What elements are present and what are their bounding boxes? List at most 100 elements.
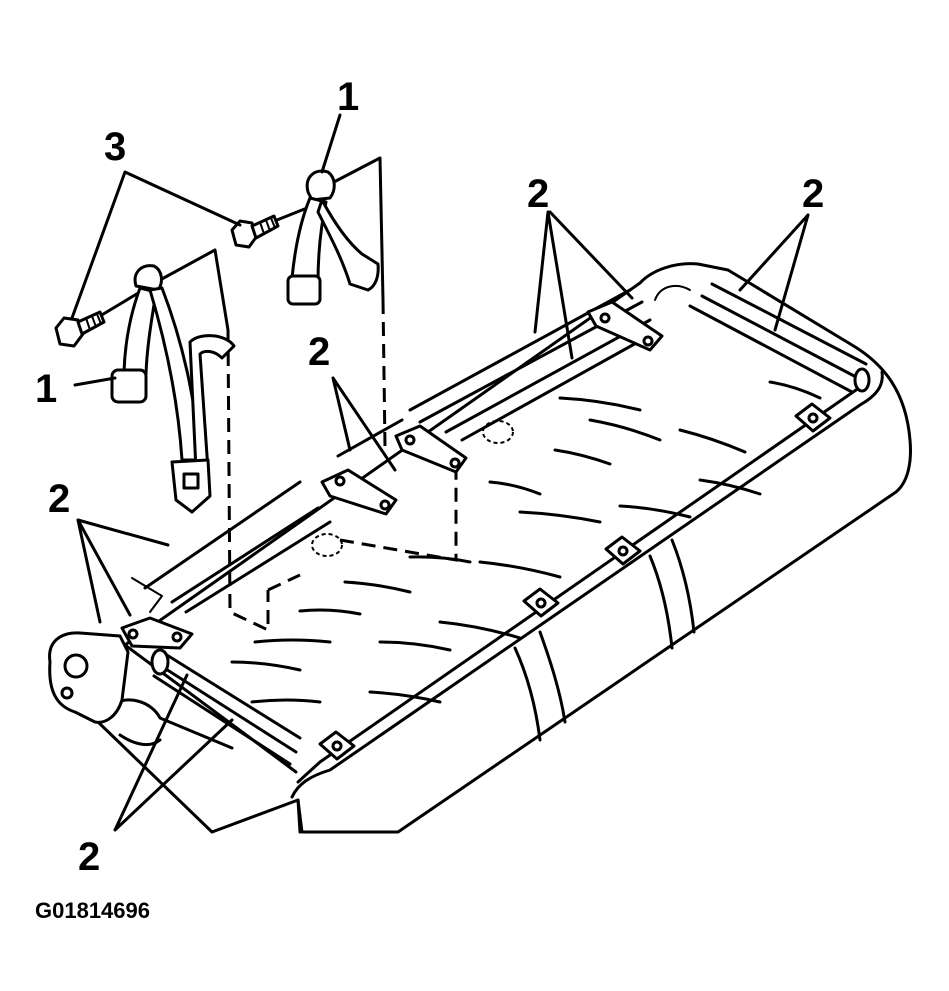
leader-2-middle <box>331 376 397 472</box>
leader-2-top-right <box>738 213 810 332</box>
surface-hatching <box>230 380 822 704</box>
rail-line <box>444 318 652 434</box>
front-piping-outer <box>290 370 884 799</box>
mount-hole <box>449 457 461 469</box>
hatch-stroke <box>298 608 362 616</box>
hatch-stroke <box>588 418 662 442</box>
callout-3: 3 <box>104 125 126 169</box>
hatch-stroke <box>368 690 442 704</box>
callout-2-top-right: 2 <box>802 172 824 216</box>
anchor-circle <box>482 420 514 444</box>
callout-2-top-middle: 2 <box>527 172 549 216</box>
mount-hole <box>404 434 416 446</box>
rail-end <box>150 648 170 676</box>
front-band-2 <box>648 554 674 650</box>
leader-2-top-middle <box>533 210 634 360</box>
rail-rear-left <box>120 480 332 650</box>
hatch-stroke <box>768 380 822 400</box>
mount-tab-hole <box>807 412 819 424</box>
anchor-guides <box>226 299 514 633</box>
callouts: 1 3 2 2 2 1 2 2 <box>35 75 824 879</box>
buckle-strap-right <box>316 198 380 292</box>
hatch-stroke <box>698 478 762 496</box>
mount-hole <box>127 628 139 640</box>
hatch-stroke <box>253 638 332 644</box>
callout-1-top: 1 <box>337 75 359 119</box>
buckle-anchor-loop <box>133 264 163 292</box>
hinge-bracket <box>48 631 130 724</box>
hinge-hole-small <box>60 686 74 700</box>
bolt-axis-line <box>330 156 385 302</box>
rail-rear-right <box>654 282 871 394</box>
buckle-hook <box>188 334 236 472</box>
front-face-edge <box>296 798 302 834</box>
bolt-axis-line <box>158 248 230 332</box>
rail-line <box>700 294 860 380</box>
hatch-stroke <box>518 510 602 524</box>
leader-lines <box>70 113 810 832</box>
buckle-end-left <box>110 368 148 404</box>
mount-tab-hole <box>331 740 343 752</box>
seat-cushion-outline <box>96 262 912 834</box>
hatch-stroke <box>558 396 642 412</box>
callout-2-bottom: 2 <box>78 835 100 879</box>
buckle-latch-slot <box>182 472 200 490</box>
hatch-stroke <box>343 580 412 594</box>
lower-buckle-assembly <box>54 248 236 514</box>
mount-hole <box>334 475 346 487</box>
seat-cushion <box>96 262 912 834</box>
front-band-2b <box>670 538 696 634</box>
callout-1-left: 1 <box>35 367 57 411</box>
buckle-anchor-loop <box>305 169 336 202</box>
rail-end <box>853 367 871 393</box>
front-band-1b <box>538 630 567 724</box>
hinge-hole-large <box>63 653 89 679</box>
dashed-guide <box>267 573 301 592</box>
bolt-threads <box>259 217 276 235</box>
rail-line <box>184 520 332 614</box>
hatch-stroke <box>618 504 692 519</box>
dashed-guide <box>226 329 270 633</box>
hatch-stroke <box>250 698 322 704</box>
mount-hole <box>171 631 183 643</box>
rail-line <box>156 662 298 754</box>
buckle-strap-left <box>122 286 158 376</box>
mount-hole <box>642 335 654 347</box>
leader-3 <box>70 170 242 320</box>
rail-line <box>688 304 854 394</box>
leader-2-bottom <box>113 673 234 832</box>
hinge-plate <box>48 631 130 724</box>
mount-tabs <box>318 402 832 761</box>
hatch-stroke <box>488 480 542 496</box>
leader-1-left <box>73 376 117 387</box>
bolt-threads <box>85 313 102 331</box>
rail-front-left <box>150 648 302 766</box>
rail-line <box>710 282 868 366</box>
mount-tab-hole <box>617 545 629 557</box>
anchor-circle <box>311 533 343 557</box>
figure-code: G01814696 <box>35 898 150 923</box>
dashed-guide <box>381 299 387 449</box>
hatch-stroke <box>378 640 452 652</box>
buckle-end-left <box>286 274 322 306</box>
dashed-guide <box>339 470 458 562</box>
mount-hole <box>379 499 391 511</box>
rail-line <box>160 650 302 740</box>
hatch-stroke <box>553 448 612 466</box>
mount-tab-hole <box>535 597 547 609</box>
leader-1-top <box>320 113 342 174</box>
hatch-stroke <box>438 620 522 640</box>
upper-buckle-assembly <box>230 156 385 306</box>
callout-2-middle: 2 <box>308 330 330 374</box>
rail-line <box>170 506 320 604</box>
rail-tab <box>131 577 163 613</box>
bolt-axis-line <box>98 290 142 318</box>
callout-2-left: 2 <box>48 477 70 521</box>
rail-hump <box>654 284 691 301</box>
rail-line <box>152 674 292 766</box>
hatch-stroke <box>478 560 562 579</box>
leader-2-left <box>76 518 170 624</box>
hatch-stroke <box>678 428 747 454</box>
mount-hole <box>599 312 611 324</box>
